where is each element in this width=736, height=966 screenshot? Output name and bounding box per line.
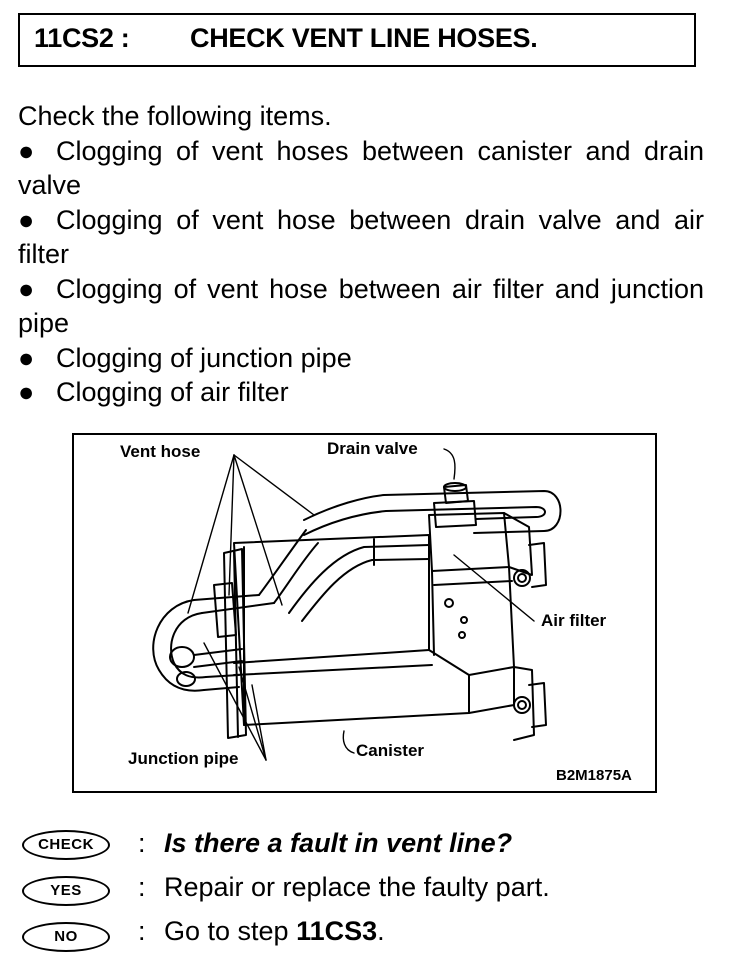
check-row: CHECK : Is there a fault in vent line?	[18, 822, 718, 868]
check-question: Is there a fault in vent line?	[164, 828, 513, 858]
figure-code: B2M1875A	[556, 767, 632, 784]
junction-pipe-label: Junction pipe	[128, 749, 239, 768]
check-item: ●Clogging of air filter	[18, 375, 704, 410]
canister-label: Canister	[356, 741, 425, 760]
drain-valve-shape	[433, 482, 477, 528]
lower-vent-hose-shape	[152, 529, 430, 692]
check-item: ●Clogging of vent hoses between canister…	[18, 135, 704, 201]
check-item: ●Clogging of junction pipe	[18, 341, 704, 376]
upper-vent-hose-shape	[303, 490, 562, 536]
no-row: NO : Go to step 11CS3.	[18, 910, 718, 956]
no-action: Go to step 11CS3.	[164, 916, 385, 946]
bullet-icon: ●	[18, 135, 35, 166]
bullet-icon: ●	[18, 377, 35, 407]
check-items-list: ●Clogging of vent hoses between canister…	[18, 134, 704, 410]
step-title: CHECK VENT LINE HOSES.	[190, 23, 538, 53]
bullet-icon: ●	[18, 204, 35, 235]
colon: :	[138, 828, 146, 858]
no-badge: NO	[22, 922, 110, 952]
yes-badge: YES	[22, 876, 110, 906]
colon: :	[138, 916, 146, 946]
bullet-icon: ●	[18, 273, 35, 304]
instructions: Check the following items. ●Clogging of …	[18, 99, 704, 410]
vent-line-diagram: Vent hose Drain valve Air filter Junctio…	[72, 433, 657, 793]
air-filter-shape	[428, 512, 547, 741]
canister-shape	[233, 534, 515, 726]
check-item: ●Clogging of vent hose between drain val…	[18, 204, 704, 270]
drain-valve-label: Drain valve	[327, 439, 418, 458]
step-header: 11CS2 : CHECK VENT LINE HOSES.	[18, 13, 696, 67]
colon: :	[138, 872, 146, 902]
junction-pipe-shape	[169, 582, 243, 687]
step-id: 11CS2 :	[34, 23, 130, 53]
leader-lines	[187, 448, 535, 761]
yes-action: Repair or replace the faulty part.	[164, 872, 550, 902]
intro-text: Check the following items.	[18, 101, 332, 131]
check-badge: CHECK	[22, 830, 110, 860]
vent-hose-label: Vent hose	[120, 442, 201, 461]
yes-row: YES : Repair or replace the faulty part.	[18, 866, 718, 912]
check-item: ●Clogging of vent hose between air filte…	[18, 273, 704, 339]
next-step-ref: 11CS3	[296, 916, 378, 946]
air-filter-label: Air filter	[541, 611, 607, 630]
diagram-drawing	[152, 448, 562, 761]
bullet-icon: ●	[18, 342, 35, 373]
